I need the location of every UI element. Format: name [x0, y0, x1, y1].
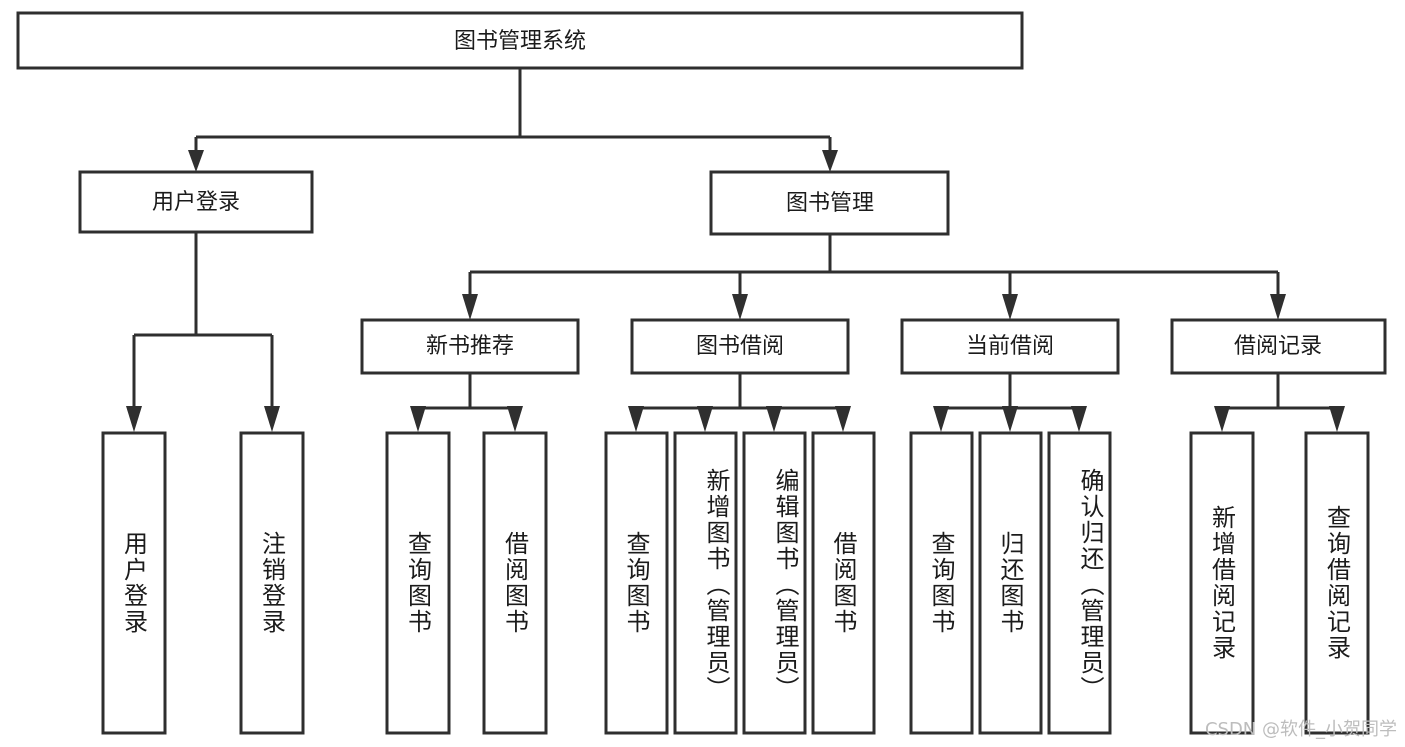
arrow-user-login-leaf-1-icon: [126, 406, 142, 432]
leaf-borrow-record-1-label: 新增借阅记录: [1207, 505, 1236, 661]
arrow-br-leaf-1-icon: [1214, 406, 1230, 432]
leaf-new-book-recommend-2-label: 借阅图书: [500, 531, 529, 635]
leaf-new-book-recommend-1-box[interactable]: [385, 431, 451, 735]
leaf-user-login-2-label: 注销登录: [257, 531, 286, 635]
node-user-login-box[interactable]: [78, 170, 314, 234]
arrow-root-to-book-manage-icon: [822, 150, 838, 172]
node-root-box[interactable]: [16, 11, 1024, 70]
leaf-book-borrow-1[interactable]: 查询图书: [604, 431, 669, 735]
leaf-user-login-1-label: 用户登录: [119, 531, 148, 635]
arrow-cb-leaf-3-icon: [1071, 406, 1087, 432]
leaf-borrow-record-1-box[interactable]: [1189, 431, 1255, 735]
arrow-cb-leaf-1-icon: [933, 406, 949, 432]
arrow-to-book-borrow-icon: [732, 294, 748, 320]
leaf-current-borrow-3[interactable]: 确认归还（管理员）: [1047, 431, 1112, 735]
node-borrow-record[interactable]: 借阅记录: [1170, 318, 1387, 375]
node-new-book-recommend[interactable]: 新书推荐: [360, 318, 580, 375]
leaf-new-book-recommend-1[interactable]: 查询图书: [385, 431, 451, 735]
leaf-new-book-recommend-2-box[interactable]: [482, 431, 548, 735]
leaf-current-borrow-1-label: 查询图书: [927, 531, 955, 635]
leaf-borrow-record-1[interactable]: 新增借阅记录: [1189, 431, 1255, 735]
node-book-manage[interactable]: 图书管理: [709, 170, 950, 236]
arrow-nbr-leaf-2-icon: [507, 406, 523, 432]
leaf-book-borrow-3-label: 编辑图书（管理员）: [771, 468, 799, 702]
arrow-bb-leaf-3-icon: [766, 406, 782, 432]
leaf-book-borrow-1-box[interactable]: [604, 431, 669, 735]
arrow-nbr-leaf-1-icon: [410, 406, 426, 432]
node-book-borrow[interactable]: 图书借阅: [630, 318, 850, 375]
leaf-borrow-record-2[interactable]: 查询借阅记录: [1304, 431, 1370, 735]
leaf-new-book-recommend-1-label: 查询图书: [403, 531, 432, 635]
node-borrow-record-label: 借阅记录: [1234, 334, 1322, 359]
node-book-manage-label: 图书管理: [786, 191, 874, 216]
arrow-bb-leaf-1-icon: [628, 406, 644, 432]
leaf-book-borrow-3[interactable]: 编辑图书（管理员）: [742, 431, 807, 735]
leaf-new-book-recommend-2[interactable]: 借阅图书: [482, 431, 548, 735]
node-root[interactable]: 图书管理系统: [16, 11, 1024, 70]
arrow-root-to-user-login-icon: [188, 150, 204, 172]
arrow-bb-leaf-4-icon: [835, 406, 851, 432]
leaf-book-borrow-2-box[interactable]: [673, 431, 738, 735]
leaf-borrow-record-2-box[interactable]: [1304, 431, 1370, 735]
node-user-login-label: 用户登录: [152, 190, 240, 215]
leaf-current-borrow-1[interactable]: 查询图书: [909, 431, 974, 735]
node-book-borrow-label: 图书借阅: [696, 334, 784, 359]
leaf-user-login-2[interactable]: 注销登录: [239, 431, 305, 735]
node-current-borrow[interactable]: 当前借阅: [900, 318, 1120, 375]
leaf-borrow-record-2-label: 查询借阅记录: [1322, 505, 1351, 661]
leaf-book-borrow-4[interactable]: 借阅图书: [811, 431, 876, 735]
node-new-book-recommend-box[interactable]: [360, 318, 580, 375]
node-book-borrow-box[interactable]: [630, 318, 850, 375]
leaf-current-borrow-2-box[interactable]: [978, 431, 1043, 735]
node-book-manage-box[interactable]: [709, 170, 950, 236]
leaf-current-borrow-3-box[interactable]: [1047, 431, 1112, 735]
arrow-user-login-leaf-2-icon: [264, 406, 280, 432]
edges-layer: [126, 68, 1345, 432]
node-new-book-recommend-label: 新书推荐: [426, 334, 514, 359]
leaf-book-borrow-4-label: 借阅图书: [829, 531, 857, 635]
leaf-current-borrow-2[interactable]: 归还图书: [978, 431, 1043, 735]
arrow-to-new-book-recommend-icon: [462, 294, 478, 320]
node-borrow-record-box[interactable]: [1170, 318, 1387, 375]
leaf-current-borrow-1-box[interactable]: [909, 431, 974, 735]
leaf-user-login-1[interactable]: 用户登录: [101, 431, 167, 735]
arrow-br-leaf-2-icon: [1329, 406, 1345, 432]
node-current-borrow-box[interactable]: [900, 318, 1120, 375]
leaf-book-borrow-4-box[interactable]: [811, 431, 876, 735]
arrow-to-borrow-record-icon: [1270, 294, 1286, 320]
leaf-book-borrow-3-box[interactable]: [742, 431, 807, 735]
leaf-user-login-2-box[interactable]: [239, 431, 305, 735]
arrow-to-current-borrow-icon: [1002, 294, 1018, 320]
leaf-book-borrow-1-label: 查询图书: [622, 531, 650, 635]
arrow-cb-leaf-2-icon: [1002, 406, 1018, 432]
node-root-label: 图书管理系统: [454, 29, 586, 54]
leaf-current-borrow-3-label: 确认归还（管理员）: [1076, 468, 1104, 702]
node-current-borrow-label: 当前借阅: [966, 334, 1054, 359]
leaf-user-login-1-box[interactable]: [101, 431, 167, 735]
arrow-bb-leaf-2-icon: [697, 406, 713, 432]
leaf-book-borrow-2-label: 新增图书（管理员）: [702, 468, 730, 702]
leaf-book-borrow-2[interactable]: 新增图书（管理员）: [673, 431, 738, 735]
leaf-current-borrow-2-label: 归还图书: [996, 531, 1024, 635]
node-user-login[interactable]: 用户登录: [78, 170, 314, 234]
